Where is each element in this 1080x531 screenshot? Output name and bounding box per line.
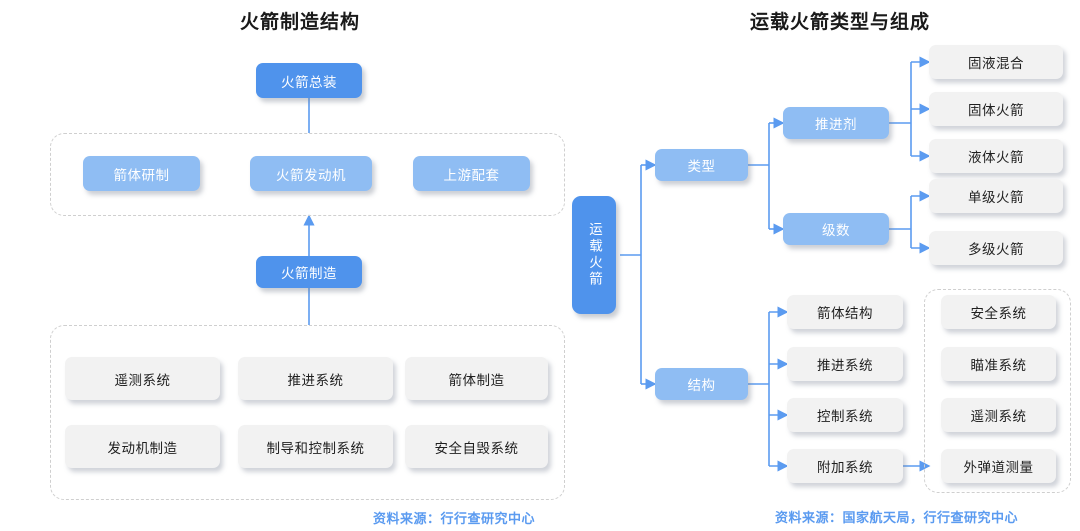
right-panel-title: 运载火箭类型与组成 [749,12,930,33]
node-engine-manufacturing[interactable]: 发动机制造 [65,425,220,468]
node-control-system[interactable]: 控制系统 [787,398,903,432]
node-solid-rocket[interactable]: 固体火箭 [929,92,1063,126]
node-structure-propulsion-system[interactable]: 推进系统 [787,347,903,381]
tier1-group-container [50,133,565,216]
left-panel-title: 火箭制造结构 [239,12,360,33]
node-guidance-control-system[interactable]: 制导和控制系统 [238,425,393,468]
node-liquid-rocket[interactable]: 液体火箭 [929,139,1063,173]
node-upstream-supporting[interactable]: 上游配套 [413,156,530,191]
node-telemetry-system-right[interactable]: 遥测系统 [941,398,1056,432]
auxiliary-system-group-container [924,289,1071,493]
node-rocket-final-assembly[interactable]: 火箭总装 [256,63,362,98]
node-branch-type[interactable]: 类型 [655,149,748,181]
left-source-note: 资料来源：行行查研究中心 [373,511,536,526]
node-multi-stage-rocket[interactable]: 多级火箭 [929,231,1063,265]
node-telemetry-system[interactable]: 遥测系统 [65,357,220,400]
node-propulsion-system[interactable]: 推进系统 [238,357,393,400]
node-self-destruct-safety-system[interactable]: 安全自毁系统 [405,425,548,468]
node-single-stage-rocket[interactable]: 单级火箭 [929,179,1063,213]
node-solid-liquid-hybrid[interactable]: 固液混合 [929,45,1063,79]
node-arrow-body-structure[interactable]: 箭体结构 [787,295,903,329]
tier2-group-container [50,325,565,500]
right-source-note: 资料来源：国家航天局，行行查研究中心 [775,510,1019,525]
node-aiming-system[interactable]: 瞄准系统 [941,347,1056,381]
node-rocket-engine[interactable]: 火箭发动机 [250,156,372,191]
node-arrow-body-development[interactable]: 箭体研制 [83,156,200,191]
node-arrow-body-manufacturing[interactable]: 箭体制造 [405,357,548,400]
node-safety-system[interactable]: 安全系统 [941,295,1056,329]
node-propellant[interactable]: 推进剂 [783,107,889,139]
node-stage-count[interactable]: 级数 [783,213,889,245]
node-external-ballistic-measurement[interactable]: 外弹道测量 [941,449,1056,483]
node-rocket-manufacturing[interactable]: 火箭制造 [256,256,362,288]
node-launch-vehicle-root[interactable]: 运载火箭 [572,196,616,314]
node-auxiliary-system[interactable]: 附加系统 [787,449,903,483]
node-branch-structure[interactable]: 结构 [655,368,748,400]
